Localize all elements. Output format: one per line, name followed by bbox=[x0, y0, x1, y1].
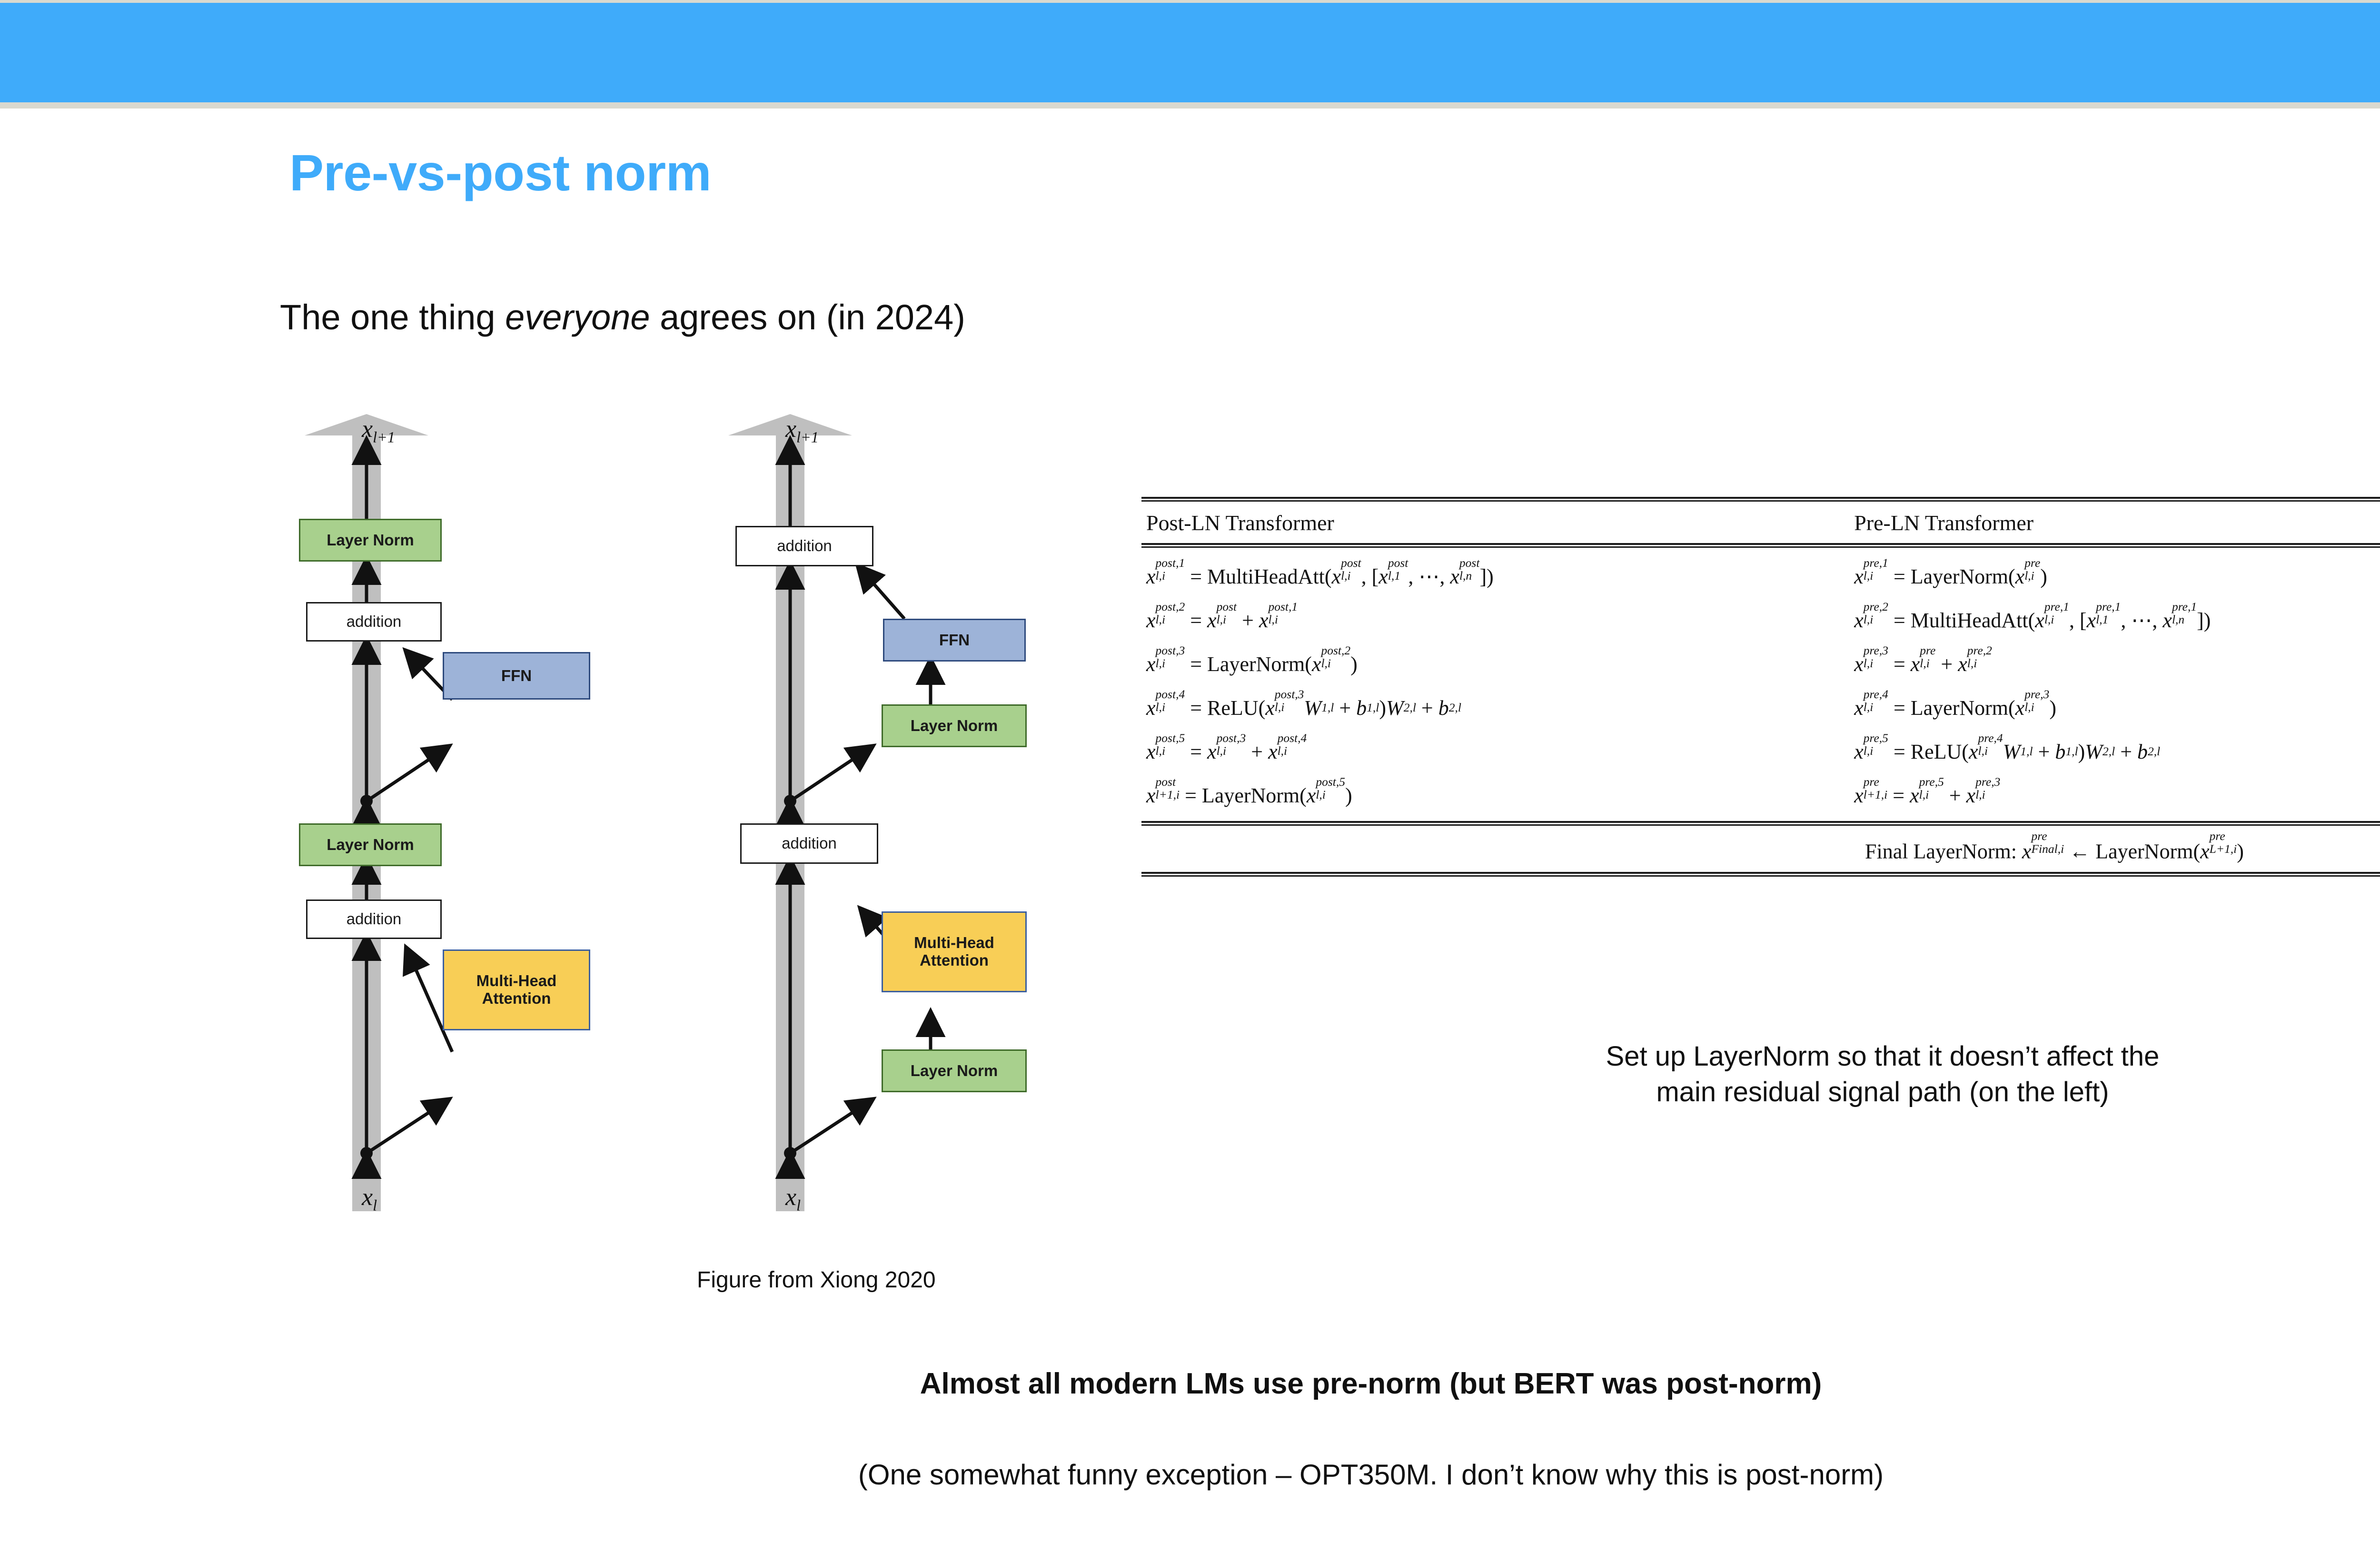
mha-line-1: Multi-Head bbox=[914, 934, 994, 952]
equation-table: Post-LN Transformer Pre-LN Transformer x… bbox=[1141, 497, 2380, 877]
pre-norm-ffn: FFN bbox=[883, 619, 1026, 662]
pre-norm-addition-1: addition bbox=[740, 823, 878, 864]
post-norm-connectors bbox=[351, 435, 454, 1179]
post-norm-multi-head-attention: Multi-Head Attention bbox=[443, 949, 590, 1030]
pre-norm-input-label: xl bbox=[785, 1184, 801, 1214]
pre-norm-layer-norm-1: Layer Norm bbox=[882, 1049, 1027, 1092]
layernorm-note: Set up LayerNorm so that it doesn’t affe… bbox=[1347, 1038, 2380, 1110]
subtitle-before: The one thing bbox=[280, 297, 506, 337]
mha-line-2: Attention bbox=[920, 951, 989, 969]
post-norm-addition-2: addition bbox=[306, 602, 442, 642]
top-accent-strip-lower bbox=[0, 102, 2380, 109]
slide-title: Pre-vs-post norm bbox=[289, 144, 712, 201]
table-top-rule-2 bbox=[1141, 500, 2380, 502]
table-lower-rule-2 bbox=[1141, 824, 2380, 826]
figure-caption: Figure from Xiong 2020 bbox=[697, 1267, 936, 1293]
column-header-post-ln: Post-LN Transformer bbox=[1146, 511, 1334, 535]
bottom-bold-statement: Almost all modern LMs use pre-norm (but … bbox=[920, 1367, 1822, 1400]
top-accent-bar bbox=[0, 3, 2380, 102]
layernorm-note-line-1: Set up LayerNorm so that it doesn’t affe… bbox=[1606, 1041, 2160, 1072]
bottom-normal-statement: (One somewhat funny exception – OPT350M.… bbox=[858, 1459, 1884, 1491]
pre-norm-diagram: xl+1 xl addition FFN Layer Norm addition… bbox=[714, 405, 1057, 1242]
table-mid-rule-2 bbox=[1141, 546, 2380, 548]
top-accent-strip-upper bbox=[0, 0, 2380, 3]
pre-norm-multi-head-attention: Multi-Head Attention bbox=[882, 911, 1027, 992]
table-mid-rule bbox=[1141, 543, 2380, 545]
pre-norm-layer-norm-2: Layer Norm bbox=[882, 704, 1027, 747]
post-norm-layer-norm-1: Layer Norm bbox=[299, 823, 442, 866]
table-bottom-rule-2 bbox=[1141, 875, 2380, 877]
pre-norm-connectors bbox=[775, 435, 946, 1179]
post-norm-output-label: xl+1 bbox=[362, 415, 395, 446]
post-norm-input-label: xl bbox=[362, 1184, 377, 1214]
table-lower-rule bbox=[1141, 821, 2380, 823]
post-norm-addition-1: addition bbox=[306, 900, 442, 939]
post-norm-layer-norm-2: Layer Norm bbox=[299, 519, 442, 562]
slide-subtitle: The one thing everyone agrees on (in 202… bbox=[280, 297, 965, 337]
post-norm-diagram: xl+1 xl Layer Norm addition FFN Layer No… bbox=[290, 405, 633, 1242]
subtitle-emphasis: everyone bbox=[505, 297, 650, 337]
subtitle-after: agrees on (in 2024) bbox=[650, 297, 965, 337]
mha-line-1: Multi-Head bbox=[476, 972, 557, 990]
table-top-rule bbox=[1141, 497, 2380, 499]
pre-norm-output-label: xl+1 bbox=[785, 415, 819, 446]
transformer-figure: xl+1 xl Layer Norm addition FFN Layer No… bbox=[286, 405, 1095, 1333]
layernorm-note-line-2: main residual signal path (on the left) bbox=[1656, 1077, 2109, 1108]
post-norm-ffn: FFN bbox=[443, 652, 590, 700]
pre-norm-addition-2: addition bbox=[735, 526, 873, 566]
table-header-row: Post-LN Transformer Pre-LN Transformer bbox=[1141, 502, 2380, 543]
column-header-pre-ln: Pre-LN Transformer bbox=[1854, 511, 2034, 535]
table-bottom-rule bbox=[1141, 872, 2380, 874]
mha-line-2: Attention bbox=[482, 989, 551, 1007]
